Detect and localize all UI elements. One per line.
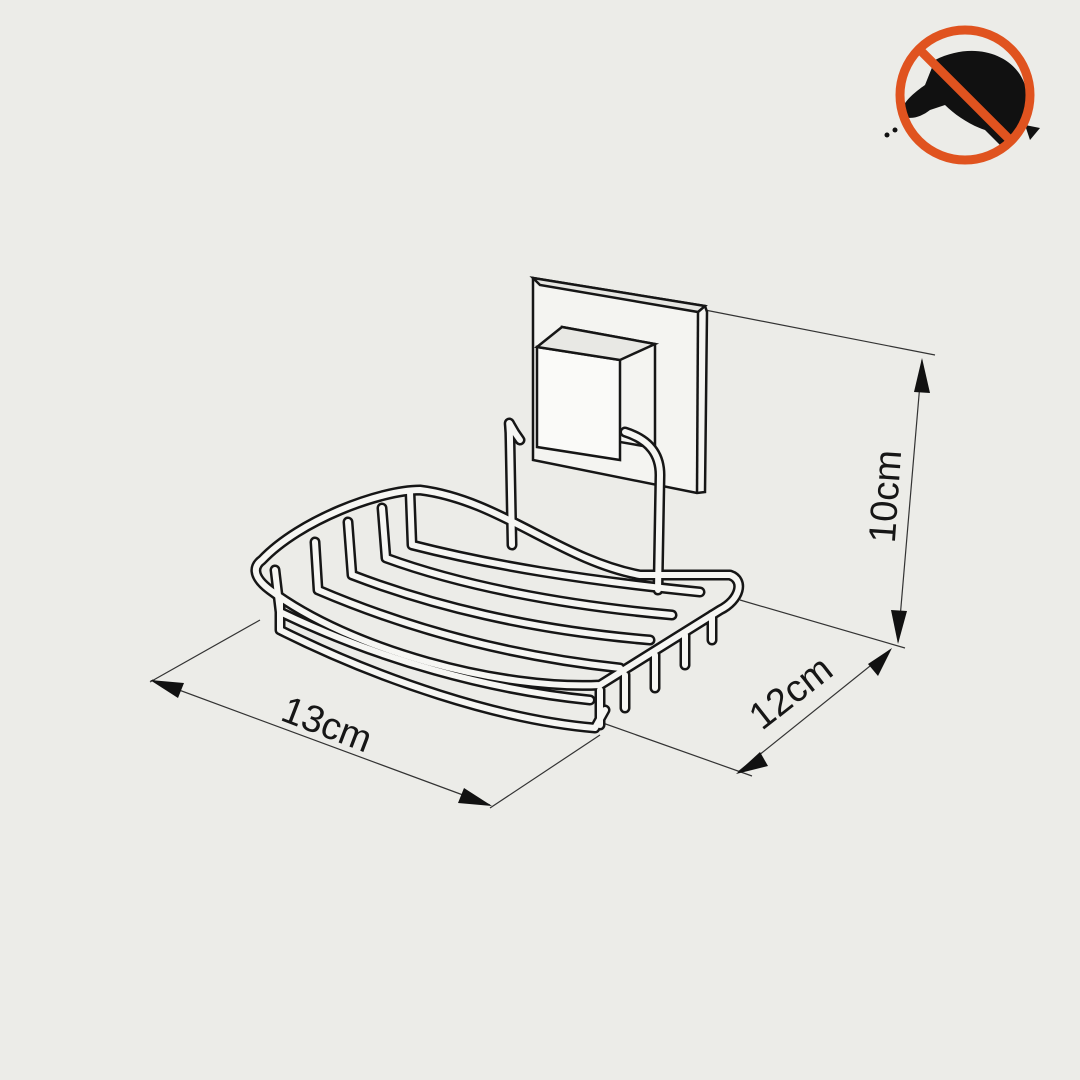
height-dimension-label: 10cm [861,448,911,545]
no-drilling-icon [884,25,1040,165]
dimension-arrows [150,358,930,806]
suction-backplate [529,276,709,495]
wire-soap-basket [250,417,745,734]
dimension-lines [149,309,936,809]
